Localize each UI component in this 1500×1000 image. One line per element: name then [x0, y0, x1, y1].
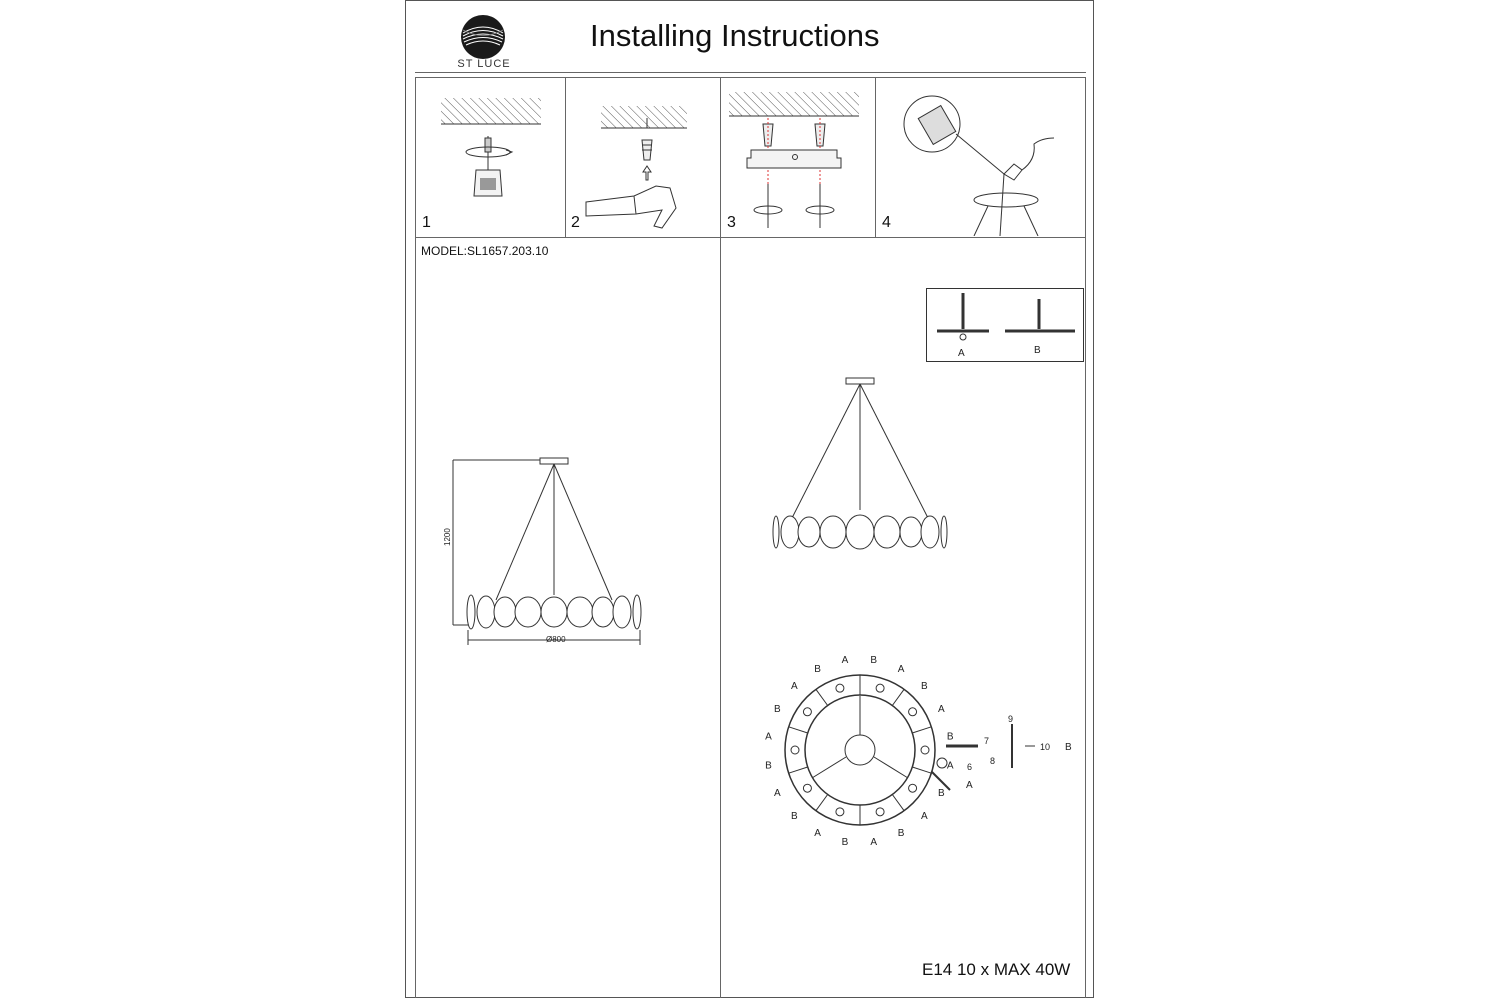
step-1-illustration — [441, 98, 541, 197]
bulb-socket — [802, 707, 812, 717]
ring-label: A — [765, 732, 772, 743]
ring-label: A — [774, 788, 781, 799]
ring-label: A — [921, 811, 928, 822]
step-4-illustration — [903, 95, 1055, 236]
ring-label: B — [814, 664, 821, 675]
page-title: Installing Instructions — [590, 18, 880, 53]
step-number-4: 4 — [882, 214, 891, 231]
part-9: 9 — [1008, 714, 1013, 724]
step-number-3: 3 — [727, 214, 736, 231]
step-number-1: 1 — [422, 214, 431, 231]
bulb-socket — [835, 683, 845, 693]
left-border — [415, 77, 416, 998]
bulb-socket — [875, 807, 885, 817]
steps-bottom-border — [415, 237, 1086, 238]
bulb-socket — [875, 683, 885, 693]
ring-label: A — [947, 760, 954, 771]
bulb-socket — [920, 745, 930, 755]
bulb-socket — [908, 707, 918, 717]
bulb-socket — [802, 783, 812, 793]
ring-label: B — [842, 837, 849, 848]
ring-label: A — [938, 704, 945, 715]
part-a-label: A — [966, 780, 973, 791]
lamp-spec: E14 10 x MAX 40W — [922, 960, 1071, 979]
bulb-socket — [908, 783, 918, 793]
chandelier-front-view — [772, 377, 948, 550]
ring-label: B — [870, 655, 877, 666]
bulb-socket — [790, 745, 800, 755]
bulb-socket — [835, 807, 845, 817]
diameter-label: Ø800 — [546, 635, 566, 644]
ring-label: B — [774, 704, 781, 715]
step-divider-2 — [720, 77, 721, 998]
ring-divider — [815, 689, 829, 706]
ring-divider — [891, 794, 905, 811]
ring-segments — [788, 675, 932, 825]
ring-label: B — [921, 681, 928, 692]
arm-part — [931, 771, 951, 791]
header-divider — [415, 72, 1086, 73]
step-2-illustration — [585, 106, 687, 229]
ring-divider — [891, 689, 905, 706]
legend-label-b: B — [1034, 345, 1041, 356]
ring-divider — [912, 766, 932, 774]
part-8: 8 — [990, 756, 995, 766]
height-label: 1200 — [443, 528, 452, 546]
socket-legend-drawing: A B — [937, 293, 1075, 359]
socket-legend-box — [926, 288, 1084, 362]
ring-label: A — [898, 664, 905, 675]
part-7: 7 — [984, 736, 989, 746]
legend-label-a: A — [958, 348, 965, 359]
part-10: 10 — [1040, 742, 1050, 752]
ring-divider — [788, 766, 808, 774]
ring-label: B — [791, 811, 798, 822]
ring-label: A — [814, 828, 821, 839]
ring-label: B — [898, 828, 905, 839]
chandelier-top-view: B A B A B A B A B A B A B A B A B A B A 7 8 6 9 10 B A — [765, 655, 1072, 848]
step-3-illustration — [729, 92, 859, 228]
ring-label: B — [938, 788, 945, 799]
steps-top-border — [415, 77, 1086, 78]
step-divider-1 — [565, 77, 566, 237]
ring-divider — [788, 726, 808, 734]
st-luce-logo — [461, 15, 505, 59]
step-number-2: 2 — [571, 214, 580, 231]
bulb-part — [936, 757, 948, 769]
instruction-sheet — [405, 0, 1094, 998]
ring-label: A — [842, 655, 849, 666]
part-6: 6 — [967, 762, 972, 772]
ring-label: B — [947, 732, 954, 743]
chandelier-dimension-drawing: 1200 Ø800 — [443, 457, 642, 645]
ring-labels: B A B A B A B A B A B A B A B A B A B A — [765, 655, 954, 848]
brand-name: ST LUCE — [457, 58, 511, 70]
right-border — [1085, 77, 1086, 998]
part-b-label: B — [1065, 742, 1072, 753]
ring-label: A — [791, 681, 798, 692]
ring-label: A — [870, 837, 877, 848]
ring-label: B — [765, 760, 772, 771]
ring-divider — [912, 726, 932, 734]
step-divider-3 — [875, 77, 876, 237]
model-number: MODEL:SL1657.203.10 — [421, 244, 549, 258]
ring-divider — [815, 794, 829, 811]
